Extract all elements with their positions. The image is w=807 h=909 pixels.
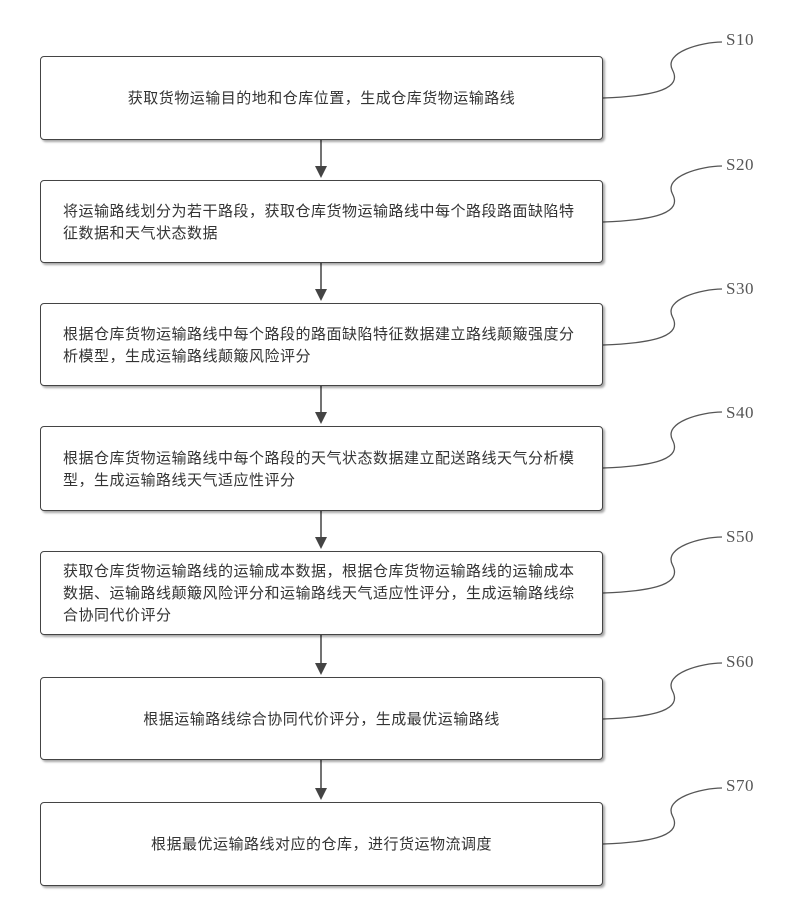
- step-text-s20: 将运输路线划分为若干路段，获取仓库货物运输路线中每个路段路面缺陷特征数据和天气状…: [63, 200, 580, 244]
- arrowhead: [315, 289, 327, 301]
- step-box-s50: 获取仓库货物运输路线的运输成本数据，根据仓库货物运输路线的运输成本数据、运输路线…: [40, 551, 603, 635]
- step-box-s10: 获取货物运输目的地和仓库位置，生成仓库货物运输路线: [40, 56, 603, 140]
- arrowhead: [315, 166, 327, 178]
- step-label-s40: S40: [726, 403, 754, 423]
- step-label-s20: S20: [726, 155, 754, 175]
- arrowhead: [315, 788, 327, 800]
- step-box-s70: 根据最优运输路线对应的仓库，进行货运物流调度: [40, 802, 603, 886]
- step-label-s70: S70: [726, 776, 754, 796]
- step-box-s40: 根据仓库货物运输路线中每个路段的天气状态数据建立配送路线天气分析模型，生成运输路…: [40, 426, 603, 511]
- label-leader-line: [603, 412, 722, 468]
- label-leader-line: [603, 537, 722, 593]
- label-leader-line: [603, 788, 722, 844]
- arrowhead: [315, 537, 327, 549]
- step-text-s50: 获取仓库货物运输路线的运输成本数据，根据仓库货物运输路线的运输成本数据、运输路线…: [63, 560, 580, 626]
- step-box-s30: 根据仓库货物运输路线中每个路段的路面缺陷特征数据建立路线颠簸强度分析模型，生成运…: [40, 303, 603, 386]
- step-label-s60: S60: [726, 652, 754, 672]
- step-text-s70: 根据最优运输路线对应的仓库，进行货运物流调度: [151, 833, 492, 855]
- label-leader-line: [603, 42, 722, 98]
- step-text-s60: 根据运输路线综合协同代价评分，生成最优运输路线: [143, 708, 500, 730]
- step-text-s30: 根据仓库货物运输路线中每个路段的路面缺陷特征数据建立路线颠簸强度分析模型，生成运…: [63, 323, 580, 367]
- arrowhead: [315, 663, 327, 675]
- step-text-s10: 获取货物运输目的地和仓库位置，生成仓库货物运输路线: [128, 87, 516, 109]
- step-label-s30: S30: [726, 279, 754, 299]
- step-text-s40: 根据仓库货物运输路线中每个路段的天气状态数据建立配送路线天气分析模型，生成运输路…: [63, 447, 580, 491]
- label-leader-line: [603, 663, 722, 719]
- step-label-s50: S50: [726, 527, 754, 547]
- step-box-s20: 将运输路线划分为若干路段，获取仓库货物运输路线中每个路段路面缺陷特征数据和天气状…: [40, 180, 603, 263]
- arrowhead: [315, 412, 327, 424]
- label-leader-line: [603, 166, 722, 222]
- label-leader-line: [603, 289, 722, 345]
- step-label-s10: S10: [726, 30, 754, 50]
- step-box-s60: 根据运输路线综合协同代价评分，生成最优运输路线: [40, 677, 603, 760]
